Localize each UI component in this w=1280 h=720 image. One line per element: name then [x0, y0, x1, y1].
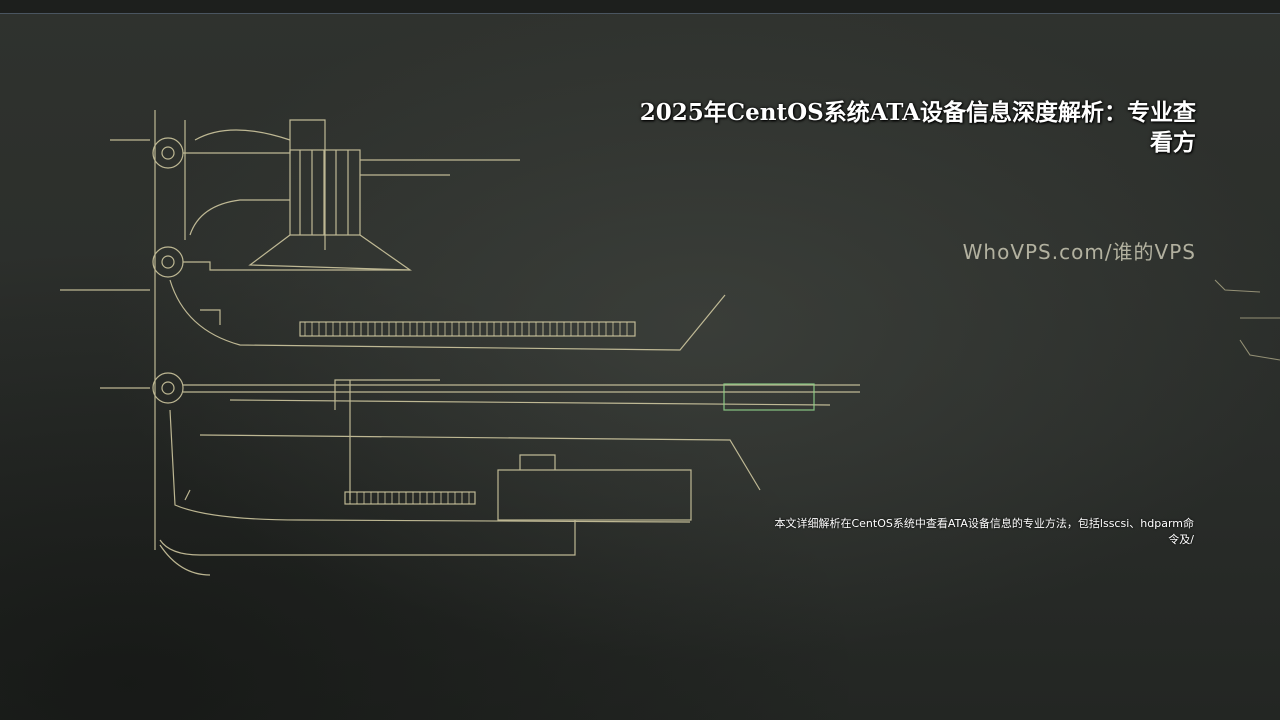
top-strip [0, 0, 1280, 14]
page-title: 2025年CentOS系统ATA设备信息深度解析：专业查看方 [639, 99, 1196, 156]
brand-watermark: WhoVPS.com/谁的VPS [962, 240, 1196, 264]
article-description: 本文详细解析在CentOS系统中查看ATA设备信息的专业方法，包括lsscsi、… [774, 517, 1194, 546]
